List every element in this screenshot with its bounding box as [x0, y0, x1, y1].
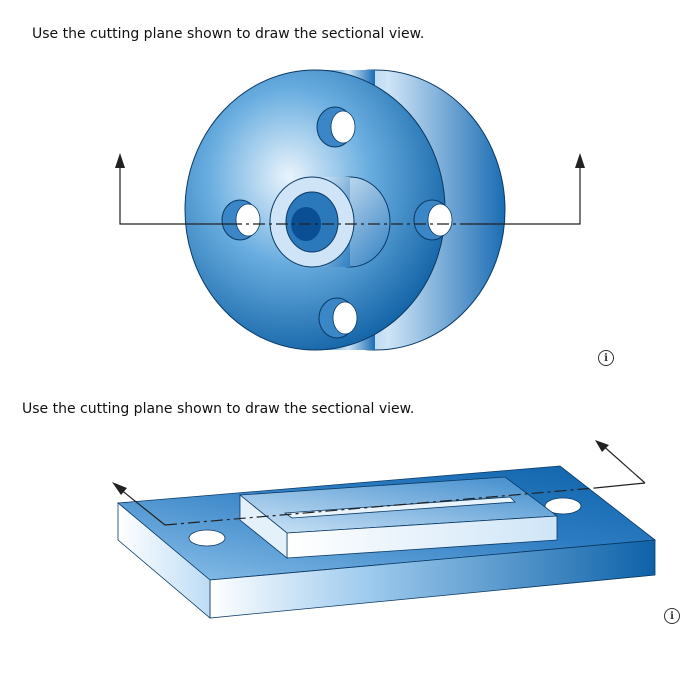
cutting-plane-arrow-left	[115, 153, 125, 168]
cutting-plane-arrow-left	[112, 482, 127, 495]
flange-figure	[115, 69, 585, 351]
bolt-hole-bottom	[318, 297, 358, 339]
info-icon[interactable]: i	[598, 350, 614, 366]
bolt-holes	[221, 106, 453, 339]
bolt-hole-top	[316, 106, 356, 148]
cutting-plane-arrow-right	[595, 440, 609, 452]
center-hub	[269, 176, 391, 268]
problem-1-prompt: Use the cutting plane shown to draw the …	[32, 26, 425, 42]
bolt-hole-left	[221, 199, 261, 241]
through-hole-right	[544, 497, 582, 515]
bolt-hole-right	[413, 199, 453, 241]
through-hole-left	[188, 529, 226, 547]
cutting-plane-arrow-right	[575, 153, 585, 168]
info-icon[interactable]: i	[664, 608, 680, 624]
slotted-plate-figure	[112, 440, 657, 619]
problem-2-prompt: Use the cutting plane shown to draw the …	[22, 401, 415, 417]
cutting-plane-line	[119, 168, 581, 225]
